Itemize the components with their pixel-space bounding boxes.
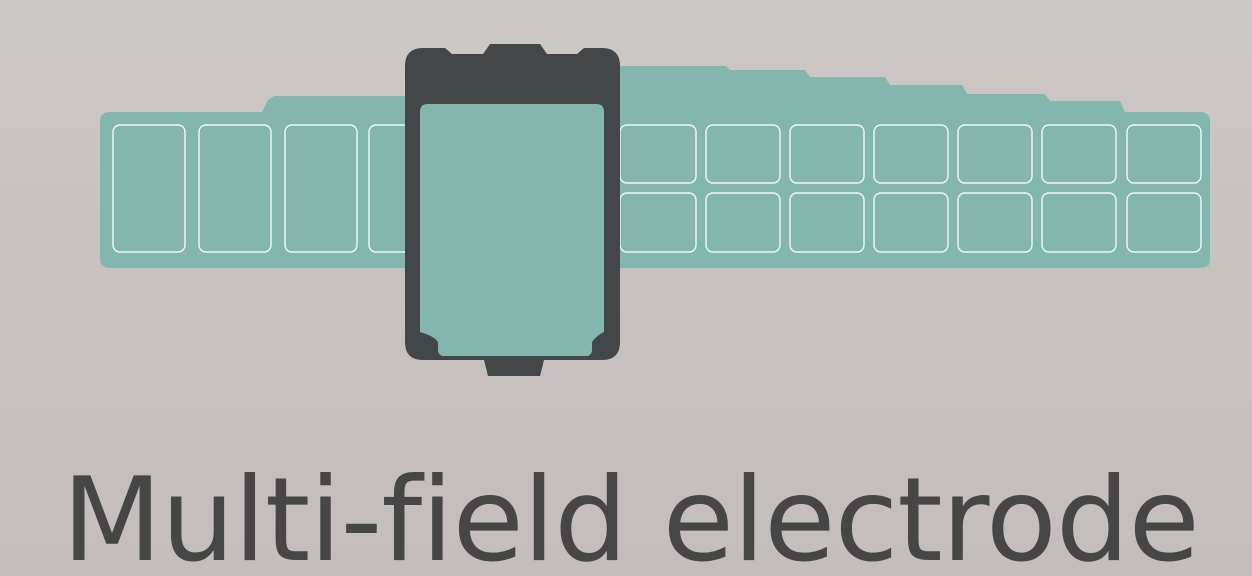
electrode-strip <box>100 66 1210 268</box>
clip-contact-window <box>420 104 604 356</box>
product-name: Multi-field electrode <box>0 446 1252 576</box>
